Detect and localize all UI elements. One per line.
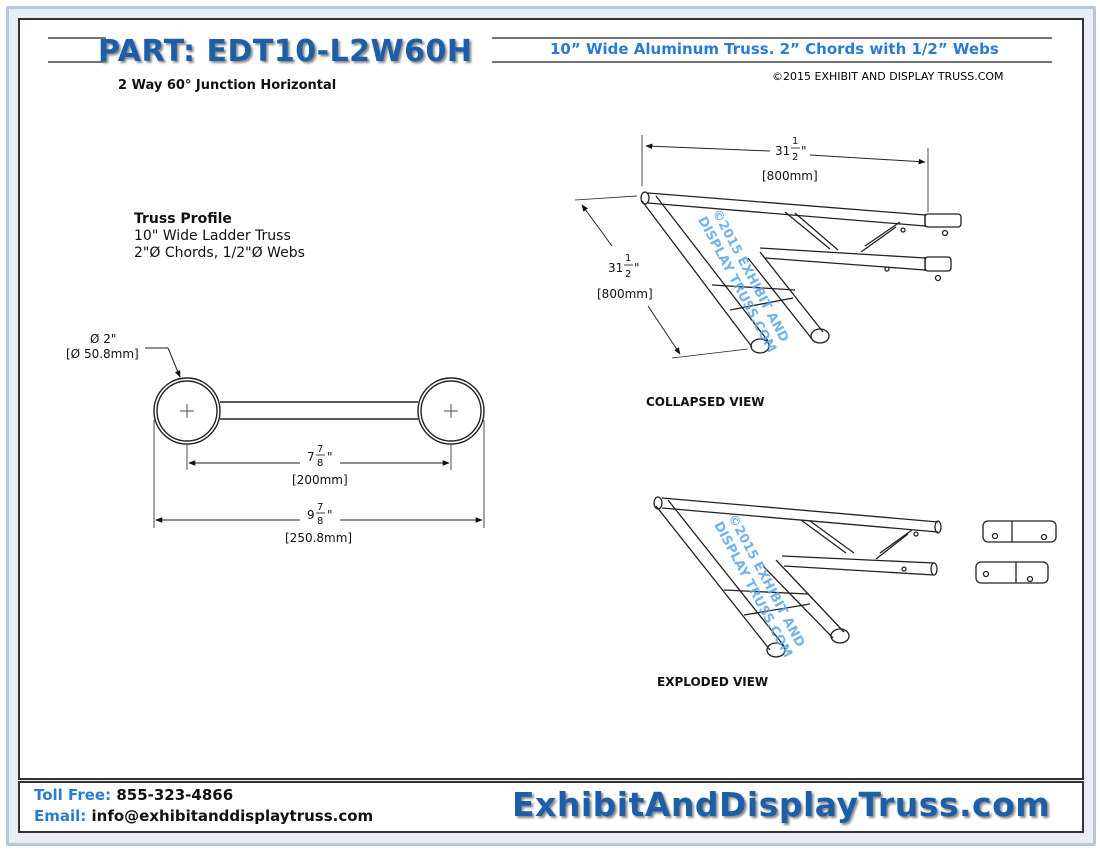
collapsed-side-dimension: 31 1 2 " [800mm] — [597, 253, 653, 301]
collapsed-top-num: 1 — [792, 136, 798, 147]
email-address-link[interactable]: info@exhibitanddisplaytruss.com — [91, 807, 374, 825]
toll-free-line: Toll Free: 855-323-4866 — [34, 786, 233, 804]
collapsed-top-dimension: 31 1 2 " [800mm] — [762, 136, 818, 183]
inner-width-whole: 7 — [307, 450, 315, 464]
outer-width-dimension: 9 7 8 " [250.8mm] — [285, 502, 352, 545]
outer-width-den: 8 — [317, 516, 323, 527]
copyright-text: ©2015 EXHIBIT AND DISPLAY TRUSS.COM — [772, 70, 1004, 83]
collapsed-side-whole: 31 — [608, 261, 623, 275]
website-link[interactable]: ExhibitAndDisplayTruss.com — [512, 785, 1051, 824]
chord-diameter-mm: [Ø 50.8mm] — [66, 347, 139, 361]
inner-width-mm: [200mm] — [292, 473, 348, 487]
inner-width-dimension: 7 7 8 " [200mm] — [292, 444, 348, 487]
watermark-collapsed: ©2015 EXHIBIT AND DISPLAY TRUSS.COM — [694, 207, 791, 355]
chord-diameter-label: Ø 2" — [90, 332, 116, 346]
toll-free-label: Toll Free: — [34, 786, 112, 804]
profile-line-2: 2"Ø Chords, 1/2"Ø Webs — [134, 245, 305, 261]
part-subtitle: 10” Wide Aluminum Truss. 2” Chords with … — [550, 40, 999, 58]
exploded-view-drawing — [653, 496, 1057, 658]
toll-free-number[interactable]: 855-323-4866 — [116, 786, 234, 804]
svg-text:": " — [634, 261, 640, 275]
collapsed-top-den: 2 — [792, 152, 798, 163]
svg-text:": " — [327, 450, 333, 464]
footer-box — [18, 781, 1084, 833]
collapsed-top-whole: 31 — [775, 144, 790, 158]
collapsed-side-num: 1 — [625, 253, 631, 264]
profile-heading: Truss Profile — [134, 211, 232, 227]
collapsed-side-den: 2 — [625, 269, 631, 280]
svg-text:": " — [801, 144, 807, 158]
part-description: 2 Way 60° Junction Horizontal — [118, 78, 337, 93]
email-line: Email: info@exhibitanddisplaytruss.com — [34, 807, 373, 825]
collapsed-side-mm: [800mm] — [597, 287, 653, 301]
outer-width-mm: [250.8mm] — [285, 531, 352, 545]
exploded-view-label: EXPLODED VIEW — [657, 675, 768, 689]
inner-width-den: 8 — [317, 458, 323, 469]
outer-width-whole: 9 — [307, 508, 315, 522]
email-label: Email: — [34, 807, 87, 825]
collapsed-top-mm: [800mm] — [762, 169, 818, 183]
watermark-exploded: ©2015 EXHIBIT AND DISPLAY TRUSS.COM — [710, 512, 807, 660]
collapsed-view-drawing — [574, 135, 962, 359]
drawing-frame — [18, 18, 1084, 780]
collapsed-view-label: COLLAPSED VIEW — [646, 395, 765, 409]
part-title: PART: EDT10-L2W60H — [98, 34, 473, 69]
truss-profile-drawing — [145, 347, 485, 528]
svg-text:": " — [327, 508, 333, 522]
profile-line-1: 10" Wide Ladder Truss — [134, 228, 291, 244]
inner-width-num: 7 — [317, 444, 323, 455]
outer-width-num: 7 — [317, 502, 323, 513]
header-rules — [48, 37, 1052, 63]
